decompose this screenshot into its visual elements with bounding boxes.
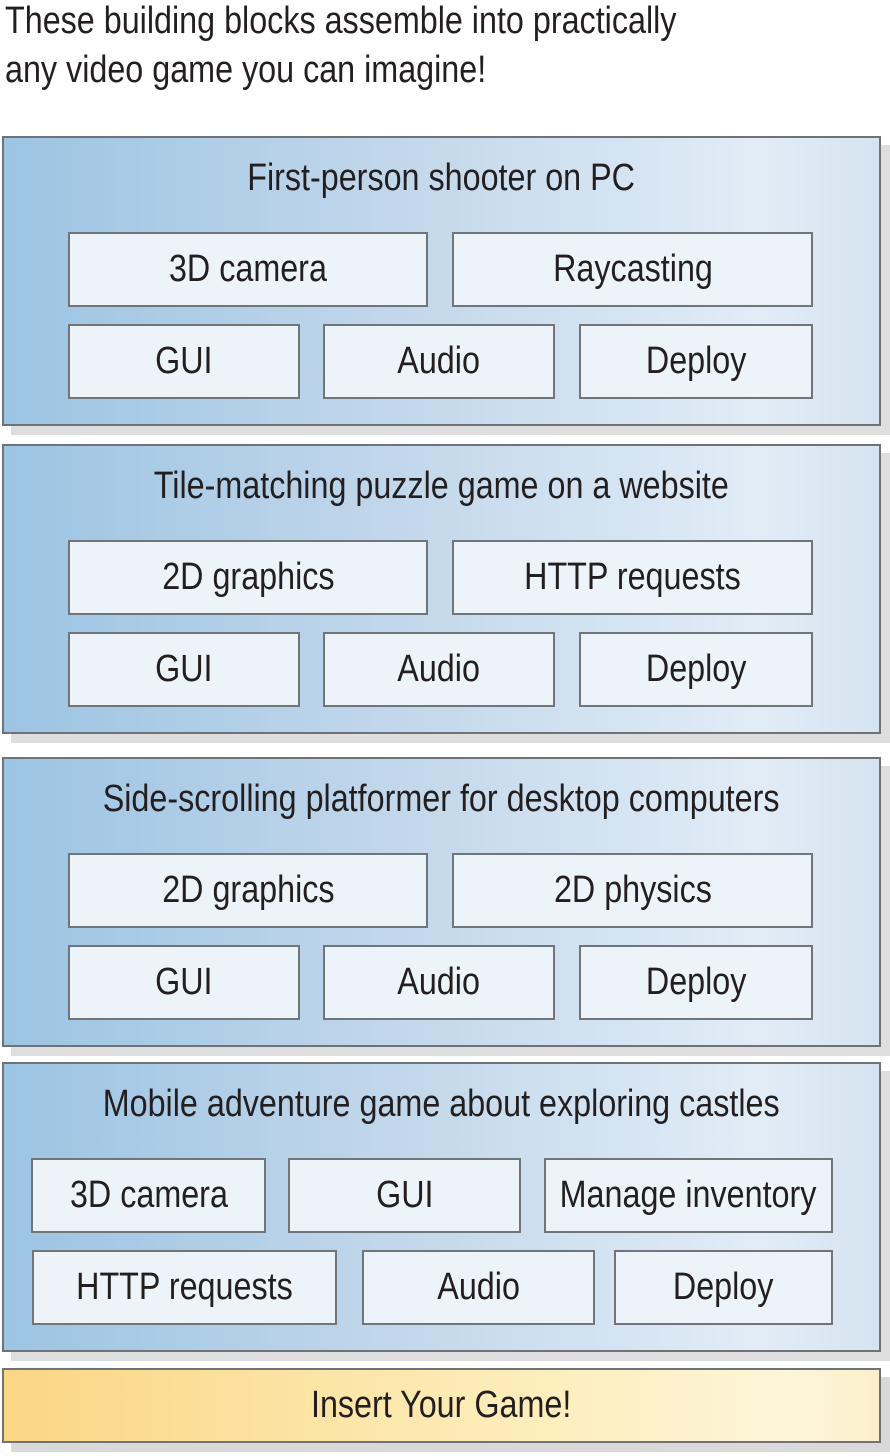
building-block-audio: Audio [323, 324, 555, 399]
page-heading: These building blocks assemble into prac… [5, 0, 885, 95]
building-block-3d-camera: 3D camera [68, 232, 428, 307]
building-block-deploy: Deploy [614, 1250, 833, 1325]
building-block-audio: Audio [323, 632, 555, 707]
building-block-gui: GUI [288, 1158, 521, 1233]
building-block-3d-camera: 3D camera [31, 1158, 266, 1233]
panel-title: Mobile adventure game about exploring ca… [103, 1083, 780, 1125]
building-block-http-requests: HTTP requests [452, 540, 813, 615]
panel-side-scrolling-platformer: Side-scrolling platformer for desktop co… [2, 757, 881, 1047]
insert-your-game-label: Insert Your Game! [311, 1384, 572, 1426]
insert-your-game-banner: Insert Your Game! [2, 1368, 881, 1443]
panel-mobile-adventure-game: Mobile adventure game about exploring ca… [2, 1062, 881, 1352]
panel-tile-matching-puzzle: Tile-matching puzzle game on a website 2… [2, 444, 881, 734]
building-block-deploy: Deploy [579, 324, 813, 399]
panel-title: Side-scrolling platformer for desktop co… [103, 778, 780, 820]
building-block-gui: GUI [68, 324, 300, 399]
panel-title: Tile-matching puzzle game on a website [153, 465, 730, 507]
building-block-raycasting: Raycasting [452, 232, 813, 307]
panel-first-person-shooter: First-person shooter on PC 3D camera Ray… [2, 136, 881, 426]
building-block-http-requests: HTTP requests [32, 1250, 337, 1325]
building-block-gui: GUI [68, 632, 300, 707]
heading-line-1: These building blocks assemble into prac… [5, 0, 677, 42]
building-block-audio: Audio [362, 1250, 595, 1325]
building-block-2d-graphics: 2D graphics [68, 540, 428, 615]
building-block-deploy: Deploy [579, 945, 813, 1020]
building-block-2d-physics: 2D physics [452, 853, 813, 928]
building-block-gui: GUI [68, 945, 300, 1020]
building-block-audio: Audio [323, 945, 555, 1020]
building-block-manage-inventory: Manage inventory [544, 1158, 833, 1233]
panel-title: First-person shooter on PC [247, 157, 636, 199]
building-block-deploy: Deploy [579, 632, 813, 707]
building-block-2d-graphics: 2D graphics [68, 853, 428, 928]
heading-line-2: any video game you can imagine! [5, 49, 487, 91]
